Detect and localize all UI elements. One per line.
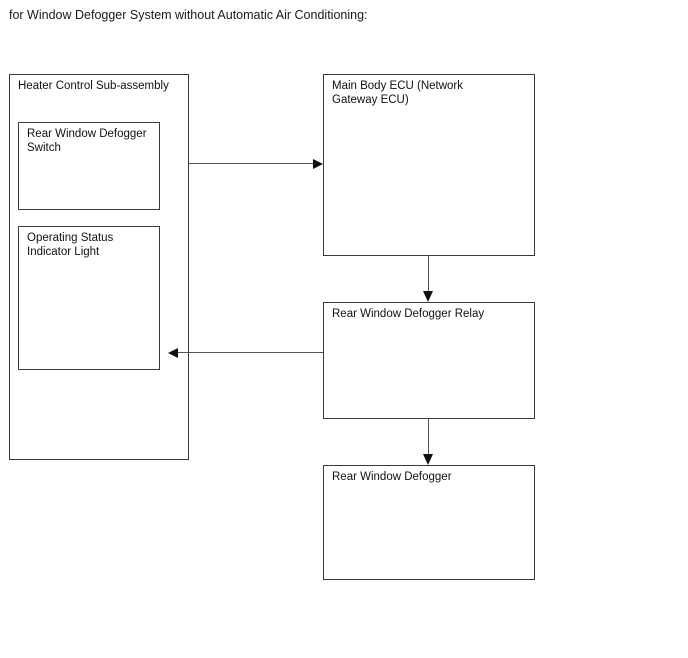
block-operating-status-indicator-light: Operating Status Indicator Light xyxy=(18,226,160,370)
arrow-down-icon-ecu-to-relay xyxy=(423,291,433,302)
connector-relay-to-defogger-line xyxy=(428,419,430,454)
arrow-right-icon-switch-to-ecu xyxy=(313,159,323,169)
page-caption: for Window Defogger System without Autom… xyxy=(9,8,368,22)
block-label-main-body-ecu: Main Body ECU (Network Gateway ECU) xyxy=(332,80,464,106)
block-rear-window-defogger-switch: Rear Window Defogger Switch xyxy=(18,122,160,210)
block-label-rear-window-defogger: Rear Window Defogger xyxy=(332,471,452,483)
arrow-left-icon-relay-to-status-light xyxy=(168,348,178,358)
block-rear-window-defogger-relay: Rear Window Defogger Relay xyxy=(323,302,535,419)
connector-relay-to-status-light-line xyxy=(178,352,323,354)
connector-switch-to-ecu-line xyxy=(189,163,313,165)
block-label-operating-status-indicator-light: Operating Status Indicator Light xyxy=(27,232,114,258)
connector-ecu-to-relay-line xyxy=(428,256,430,291)
block-rear-window-defogger: Rear Window Defogger xyxy=(323,465,535,580)
arrow-down-icon-relay-to-defogger xyxy=(423,454,433,465)
block-label-rear-window-defogger-switch: Rear Window Defogger Switch xyxy=(27,128,147,154)
block-label-rear-window-defogger-relay: Rear Window Defogger Relay xyxy=(332,308,485,320)
block-label-heater-control-sub-assembly: Heater Control Sub-assembly xyxy=(18,80,169,92)
block-main-body-ecu: Main Body ECU (Network Gateway ECU) xyxy=(323,74,535,256)
block-heater-control-sub-assembly: Heater Control Sub-assembly xyxy=(9,74,189,460)
